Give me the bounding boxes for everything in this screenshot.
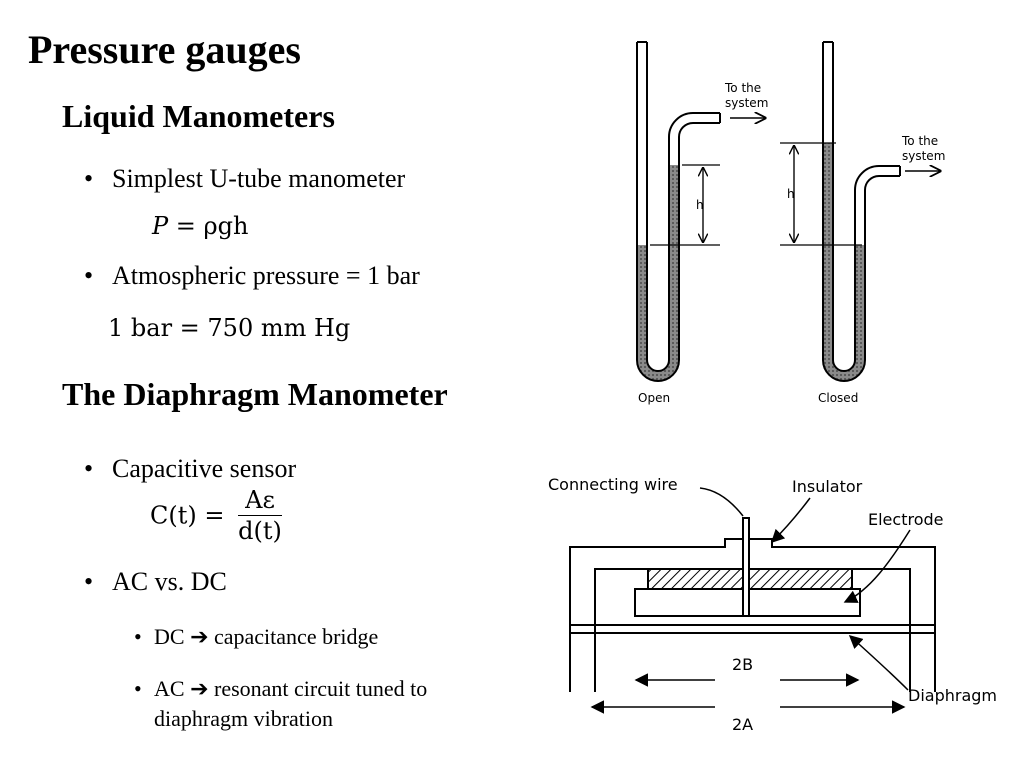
equation-pressure-rhs: = ρgh [175,212,249,240]
slide-title: Pressure gauges [28,27,301,72]
closed-height-label: h [787,187,795,201]
insulator-leader [770,497,811,544]
sub-bullet-ac-prefix: AC [154,676,185,701]
sub-bullet-ac: • AC ➔ resonant circuit tuned to diaphrag… [134,674,427,733]
diaphragm-manometer-figure: Connecting wire Insulator Electrode Diap… [548,475,997,734]
dimension-2b-label: 2B [732,655,753,674]
sub-bullet-dc-prefix: DC [154,624,185,649]
sub-bullet-dc: • DC ➔ capacitance bridge [134,622,378,652]
equation-capacitance-fraction: Aε d(t) [238,488,282,543]
bullet-dot: • [134,624,142,649]
label-insulator: Insulator [792,477,863,496]
bullet-capacitive: • Capacitive sensor [84,456,296,482]
dimension-2a-label: 2A [732,715,753,734]
sub-bullet-ac-text-line1: resonant circuit tuned to [214,676,428,701]
closed-system-label-line1: To the [901,134,938,148]
equation-bar-mmhg: 1 bar = 750 mm Hg [108,314,351,342]
bullet-capacitive-text: Capacitive sensor [112,454,297,483]
closed-label: Closed [818,391,858,405]
liquid-manometers-heading: Liquid Manometers [62,98,335,134]
bullet-ac-dc-text: AC vs. DC [112,567,227,596]
bullet-dot: • [84,261,94,290]
equation-pressure: P = ρgh [152,214,248,238]
closed-manometer: To the system h Closed [780,41,945,405]
label-diaphragm: Diaphragm [908,686,997,705]
sub-bullet-ac-text-line2: diaphragm vibration [154,705,334,731]
bullet-atmospheric-text: Atmospheric pressure = 1 bar [112,261,420,290]
equation-pressure-lhs: P [152,212,169,240]
open-label: Open [638,391,670,405]
closed-manometer-liquid [823,143,865,381]
bullet-utube: • Simplest U-tube manometer [84,166,405,192]
open-system-label-line2: system [725,96,768,110]
electrode-leader [843,529,911,603]
bullet-dot: • [84,567,94,596]
diaphragm-housing [569,517,936,692]
diaphragm-manometer-heading: The Diaphragm Manometer [62,376,448,412]
connecting-wire-post [742,517,750,617]
open-height-label: h [696,198,704,212]
arrow-right-icon: ➔ [190,676,209,701]
u-tube-manometer-figure: To the system h Open To the system h Clo… [636,41,945,405]
label-connecting-wire: Connecting wire [548,475,678,494]
sub-bullet-dc-text: capacitance bridge [214,624,379,649]
equation-capacitance-numerator: Aε [238,488,282,516]
diaphragm-leader [848,634,909,691]
bullet-ac-dc: • AC vs. DC [84,569,227,595]
open-manometer-liquid [637,165,679,381]
arrow-right-icon: ➔ [190,624,209,649]
bullet-atmospheric: • Atmospheric pressure = 1 bar [84,263,420,289]
label-electrode: Electrode [868,510,943,529]
equation-capacitance: C(t) = Aε d(t) [150,488,282,543]
equation-capacitance-lhs: C(t) = [150,501,225,530]
bullet-dot: • [84,454,94,483]
bullet-dot: • [84,164,94,193]
bullet-utube-text: Simplest U-tube manometer [112,164,406,193]
open-manometer: To the system h Open [636,41,768,405]
closed-system-label-line2: system [902,149,945,163]
equation-capacitance-denominator: d(t) [238,517,282,545]
open-system-label-line1: To the [724,81,761,95]
bullet-dot: • [134,676,142,701]
connecting-wire-leader [699,487,744,517]
